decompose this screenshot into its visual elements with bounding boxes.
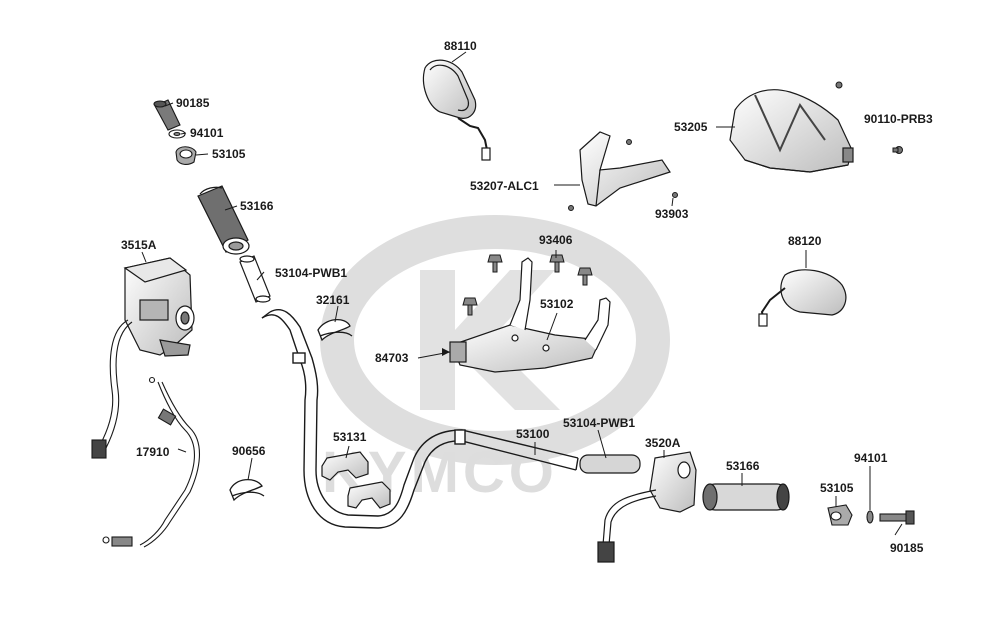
label-94101-right: 94101 bbox=[854, 451, 888, 465]
right-grip-53166 bbox=[702, 483, 790, 511]
label-53105-right: 53105 bbox=[820, 481, 854, 495]
inner-tube-right bbox=[579, 454, 641, 474]
mirror-88120 bbox=[758, 269, 847, 327]
label-53104-left: 53104-PWB1 bbox=[275, 266, 348, 280]
cover-53207 bbox=[579, 131, 671, 207]
label-53205: 53205 bbox=[674, 120, 708, 134]
label-53105-left: 53105 bbox=[212, 147, 246, 161]
label-90656: 90656 bbox=[232, 444, 266, 458]
bracket-53102 bbox=[449, 257, 611, 373]
bolts-93406 bbox=[462, 254, 593, 316]
label-90185-left: 90185 bbox=[176, 96, 210, 110]
label-53166-left: 53166 bbox=[240, 199, 274, 213]
label-53104-right: 53104-PWB1 bbox=[563, 416, 636, 430]
label-84703: 84703 bbox=[375, 351, 409, 365]
handlebar-53100 bbox=[261, 309, 579, 529]
label-3520A: 3520A bbox=[645, 436, 681, 450]
brake-master-cylinder-3515A bbox=[123, 257, 195, 357]
fasteners-left bbox=[153, 99, 197, 165]
label-53131: 53131 bbox=[333, 430, 367, 444]
label-53102: 53102 bbox=[540, 297, 574, 311]
handlebar-clamps-53131 bbox=[321, 451, 391, 509]
leader-lines bbox=[141, 51, 903, 536]
small-screws bbox=[568, 81, 903, 211]
windscreen-53205 bbox=[729, 89, 854, 173]
label-53100: 53100 bbox=[516, 427, 550, 441]
clip-32161 bbox=[317, 319, 353, 342]
label-3515A: 3515A bbox=[121, 238, 157, 252]
label-90110-PRB3: 90110-PRB3 bbox=[864, 112, 933, 126]
mirror-88110 bbox=[422, 59, 491, 161]
watermark-logo: KYMCO bbox=[320, 215, 670, 505]
label-53207-ALC1: 53207-ALC1 bbox=[470, 179, 539, 193]
label-93406: 93406 bbox=[539, 233, 573, 247]
fasteners-right bbox=[827, 504, 915, 526]
label-94101-left: 94101 bbox=[190, 126, 224, 140]
label-88120: 88120 bbox=[788, 234, 822, 248]
clip-90656 bbox=[229, 479, 265, 502]
label-53166-right: 53166 bbox=[726, 459, 760, 473]
label-17910: 17910 bbox=[136, 445, 170, 459]
left-grip-53166 bbox=[197, 185, 250, 255]
label-88110: 88110 bbox=[444, 39, 477, 53]
label-93903: 93903 bbox=[655, 207, 689, 221]
switch-housing-3520A bbox=[597, 451, 697, 563]
label-90185-right: 90185 bbox=[890, 541, 924, 555]
brake-switch-wire-17910 bbox=[91, 319, 201, 548]
inner-tube-left bbox=[239, 255, 271, 303]
pointer-arrow bbox=[442, 348, 450, 356]
label-32161: 32161 bbox=[316, 293, 350, 307]
